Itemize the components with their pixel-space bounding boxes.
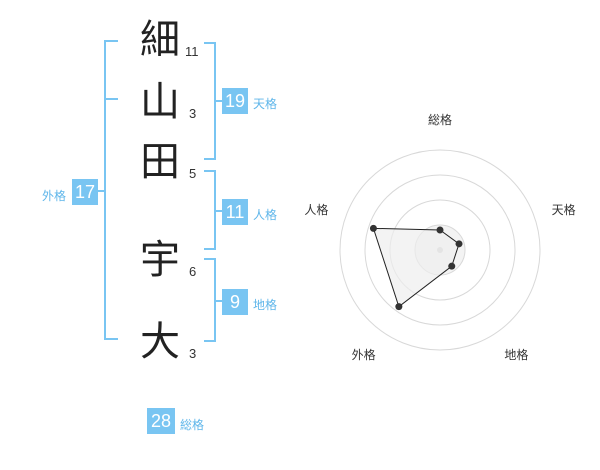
jinkaku-bracket-stem [216,210,222,212]
name-char-3: 田 [140,139,180,185]
stroke-count-3: 5 [189,166,197,181]
jinkaku-bracket [204,170,216,250]
gaikaku-bracket [104,40,118,340]
tenkaku-bracket-stem [216,100,222,102]
radar-point-4 [395,303,403,311]
gaikaku-bracket-stem [98,190,104,192]
radar-point-2 [455,240,463,248]
tenkaku-badge: 19 [222,88,248,114]
radar-axis-label-3: 地格 [504,347,528,362]
radar-points [369,224,463,311]
radar-axis-label-2: 天格 [552,202,576,217]
chikaku-badge: 9 [222,289,248,315]
gaikaku-label: 外格 [42,189,67,203]
radar-axis-label-1: 総格 [428,112,452,127]
soukaku-badge: 28 [147,408,175,434]
radar-axis-label-5: 人格 [304,202,328,217]
radar-point-3 [448,262,456,270]
stroke-count-1: 11 [185,44,199,59]
gaikaku-bracket-tick [104,98,118,100]
name-char-1: 細 [140,17,180,63]
name-char-4: 宇 [140,237,180,283]
chikaku-label: 地格 [253,298,278,312]
jinkaku-label: 人格 [253,208,278,222]
stroke-count-5: 3 [189,346,197,361]
stroke-count-4: 6 [189,264,197,279]
radar-point-1 [436,226,444,234]
soukaku-label: 総格 [180,418,205,432]
name-char-5: 大 [140,319,180,365]
tenkaku-label: 天格 [253,97,278,111]
tenkaku-bracket [204,42,216,160]
radar-axis-label-4: 外格 [352,347,376,362]
chikaku-bracket-stem [216,300,222,302]
stroke-count-2: 3 [189,106,197,121]
radar-point-5 [369,224,377,232]
name-char-2: 山 [140,79,180,125]
gaikaku-badge: 17 [72,179,98,205]
jinkaku-badge: 11 [222,199,248,225]
radar-area [372,227,460,308]
chikaku-bracket [204,258,216,342]
